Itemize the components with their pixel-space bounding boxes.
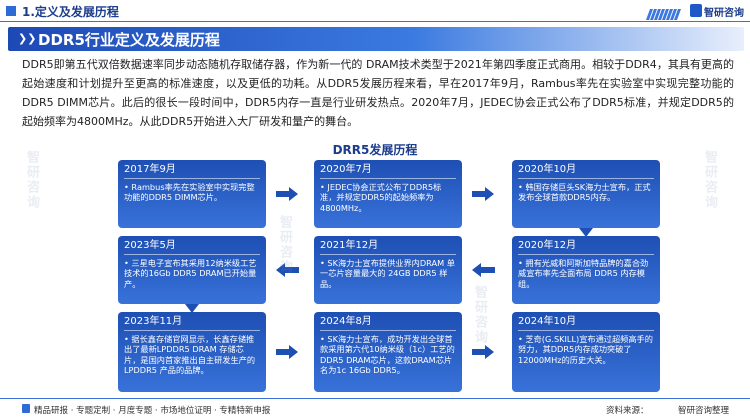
- arrow-right-icon: [289, 187, 298, 201]
- brand-logo-icon: [690, 4, 702, 17]
- milestone-box-2020-07: 2020年7月 • JEDEC协会正式公布了DDR5标准，并规定DDR5的起始频…: [314, 160, 462, 228]
- milestone-text: • SK海力士宣布提供业界内DRAM 单一芯片容量最大的 24GB DDR5 样…: [320, 258, 455, 289]
- watermark-text: 智研咨询: [472, 285, 487, 345]
- section-title: 1.定义及发展历程: [22, 5, 119, 19]
- section-square-icon: [6, 6, 16, 16]
- watermark-text: 智研咨询: [277, 215, 292, 275]
- milestone-box-2024-10: 2024年10月 • 芝奇(G.SKILL)宣布通过超频高手的努力，其DDR5内…: [512, 312, 660, 392]
- milestone-box-2021-12: 2021年12月 • SK海力士宣布提供业界内DRAM 单一芯片容量最大的 24…: [314, 236, 462, 304]
- arrow-down-icon: [579, 228, 593, 237]
- header-divider: [0, 21, 750, 22]
- milestone-text: • 据长鑫存储官网显示，长鑫存储推出了最新LPDDR5 DRAM 存储芯片，是国…: [124, 334, 256, 376]
- arrow-down-icon: [185, 304, 199, 313]
- milestone-date: 2024年8月: [320, 315, 456, 331]
- arrow-right-icon: [289, 345, 298, 359]
- page-title: DDR5行业定义及发展历程: [38, 31, 220, 49]
- milestone-box-2017-09: 2017年9月 • Rambus率先在实验室中实现完整功能的DDR5 DIMM芯…: [118, 160, 266, 228]
- arrow-left-icon: [472, 263, 481, 277]
- intro-paragraph: DDR5即第五代双倍数据速率同步动态随机存取储存器，作为新一代的 DRAM技术类…: [22, 58, 734, 128]
- arrow-stem: [276, 191, 290, 197]
- milestone-text: • JEDEC协会正式公布了DDR5标准，并规定DDR5的起始频率为4800MH…: [320, 182, 442, 213]
- arrow-stem: [481, 267, 495, 273]
- decorative-stripes-icon: [645, 5, 688, 20]
- milestone-text: • Rambus率先在实验室中实现完整功能的DDR5 DIMM芯片。: [124, 182, 255, 203]
- milestone-date: 2020年7月: [320, 163, 456, 179]
- arrow-stem: [276, 349, 290, 355]
- arrow-stem: [285, 267, 299, 273]
- milestone-date: 2023年5月: [124, 239, 260, 255]
- source-brand: 智研咨询整理: [678, 406, 730, 416]
- brand-logo-text: 智研咨询: [704, 8, 744, 19]
- arrow-left-icon: [276, 263, 285, 277]
- milestone-box-2020-12: 2020年12月 • 拥有光威和阿斯加特品牌的嘉合劲威宣布率先全面布局 DDR5…: [512, 236, 660, 304]
- page-header: 1.定义及发展历程 智研咨询: [0, 0, 750, 26]
- diagram-title: DRR5发展历程: [332, 143, 418, 157]
- milestone-date: 2023年11月: [124, 315, 260, 331]
- arrow-stem: [472, 191, 486, 197]
- watermark-text: 智研咨询: [702, 150, 717, 210]
- milestone-text: • 芝奇(G.SKILL)宣布通过超频高手的努力，其DDR5内存成功突破了120…: [518, 334, 653, 365]
- milestone-text: • SK海力士宣布，成功开发出全球首款采用第六代10纳米级（1c）工艺的DDR5…: [320, 334, 455, 376]
- milestone-text: • 三星电子宣布其采用12纳米级工艺技术的16Gb DDR5 DRAM已开始量产…: [124, 258, 257, 289]
- watermark-text: 智研咨询: [24, 150, 39, 210]
- milestone-date: 2021年12月: [320, 239, 456, 255]
- milestone-date: 2024年10月: [518, 315, 654, 331]
- milestone-box-2023-11: 2023年11月 • 据长鑫存储官网显示，长鑫存储推出了最新LPDDR5 DRA…: [118, 312, 266, 392]
- report-icon: [22, 404, 30, 413]
- milestone-date: 2017年9月: [124, 163, 260, 179]
- arrow-stem: [472, 349, 486, 355]
- milestone-date: 2020年12月: [518, 239, 654, 255]
- page-footer: 精品研报 · 专题定制 · 月度专题 · 市场地位证明 · 专精特新申报 资料来…: [0, 398, 750, 419]
- milestone-box-2024-08: 2024年8月 • SK海力士宣布，成功开发出全球首款采用第六代10纳米级（1c…: [314, 312, 462, 392]
- footer-links: 精品研报 · 专题定制 · 月度专题 · 市场地位证明 · 专精特新申报: [34, 406, 271, 416]
- arrow-right-icon: [485, 187, 494, 201]
- arrow-right-icon: [485, 345, 494, 359]
- milestone-text: • 拥有光威和阿斯加特品牌的嘉合劲威宣布率先全面布局 DDR5 内存模组。: [518, 258, 649, 289]
- milestone-text: • 韩国存储巨头SK海力士宣布，正式发布全球首款DDR5内存。: [518, 182, 651, 203]
- double-arrow-icon: ❯❯: [18, 32, 37, 45]
- title-bar: ❯❯ DDR5行业定义及发展历程: [8, 27, 744, 51]
- milestone-date: 2020年10月: [518, 163, 654, 179]
- milestone-box-2020-10: 2020年10月 • 韩国存储巨头SK海力士宣布，正式发布全球首款DDR5内存。: [512, 160, 660, 228]
- milestone-box-2023-05: 2023年5月 • 三星电子宣布其采用12纳米级工艺技术的16Gb DDR5 D…: [118, 236, 266, 304]
- source-label: 资料来源：: [606, 406, 649, 416]
